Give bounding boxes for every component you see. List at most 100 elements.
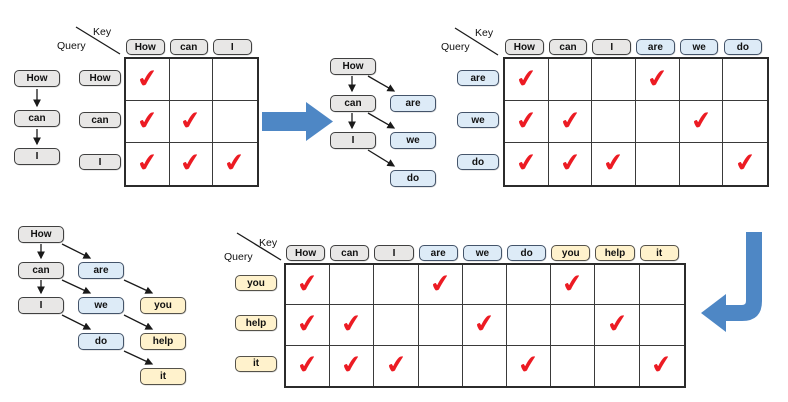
matrix-cell-qdo-kI: ✔ bbox=[592, 143, 637, 185]
tree-token-can-label: can bbox=[344, 98, 362, 109]
key-token-help-label: help bbox=[604, 247, 626, 259]
matrix-cell-qhelp-kit bbox=[639, 305, 684, 346]
check-icon: ✔ bbox=[339, 348, 365, 381]
matrix-cell-qdo-kHow: ✔ bbox=[505, 143, 549, 185]
matrix-cell-qyou-kdo bbox=[506, 265, 552, 306]
check-icon: ✔ bbox=[471, 307, 497, 340]
attention-matrix-3x3: ✔✔✔✔✔✔ bbox=[124, 57, 259, 187]
check-icon: ✔ bbox=[295, 348, 320, 381]
tree-token-we: we bbox=[390, 132, 436, 149]
tree-token-are-label: are bbox=[93, 265, 109, 276]
query-token-you-label: you bbox=[247, 277, 265, 289]
query-token-can-label: can bbox=[91, 114, 109, 126]
key-token-How-label: How bbox=[295, 247, 317, 259]
key-token-it-label: it bbox=[656, 247, 663, 259]
key-token-are-label: are bbox=[430, 247, 446, 259]
query-token-help: help bbox=[235, 315, 277, 332]
key-token-I: I bbox=[213, 39, 252, 55]
matrix-cell-qit-kyou bbox=[551, 345, 596, 386]
query-token-How: How bbox=[79, 70, 121, 86]
key-token-can: can bbox=[548, 39, 588, 55]
tree-token-do-label: do bbox=[94, 336, 108, 347]
matrix-cell-qyou-kI bbox=[374, 265, 419, 306]
check-icon: ✔ bbox=[295, 307, 320, 340]
query-token-it-label: it bbox=[252, 358, 260, 370]
key-token-How-label: How bbox=[134, 41, 156, 53]
check-icon: ✔ bbox=[649, 348, 675, 381]
key-token-do-label: do bbox=[520, 247, 533, 259]
matrix-cell-qhelp-khelp: ✔ bbox=[595, 305, 640, 346]
query-token-help-label: help bbox=[245, 317, 267, 329]
matrix-cell-qit-kdo: ✔ bbox=[507, 345, 552, 386]
matrix-cell-qyou-kit bbox=[639, 265, 684, 306]
sequence-token-How: How bbox=[14, 70, 60, 87]
matrix-cell-qwe-kcan: ✔ bbox=[548, 101, 593, 143]
check-icon: ✔ bbox=[516, 348, 541, 381]
tree-token-we: we bbox=[78, 297, 124, 314]
attention-matrix-3x9: ✔✔✔✔✔✔✔✔✔✔✔✔ bbox=[284, 263, 686, 388]
matrix-cell-qit-kI: ✔ bbox=[374, 345, 419, 386]
matrix-cell-qwe-kwe: ✔ bbox=[679, 101, 724, 143]
key-token-do-label: do bbox=[736, 41, 749, 53]
matrix-cell-qhelp-kwe: ✔ bbox=[462, 305, 507, 346]
tree-token-we-label: we bbox=[94, 300, 108, 311]
matrix-cell-qyou-kwe bbox=[462, 265, 507, 306]
tree-token-can: can bbox=[330, 95, 376, 112]
key-token-I: I bbox=[374, 245, 414, 261]
tree-token-I-label: I bbox=[351, 135, 355, 146]
matrix-cell-qyou-kHow: ✔ bbox=[286, 265, 331, 306]
key-token-can-label: can bbox=[559, 41, 577, 53]
matrix-cell-qyou-kyou: ✔ bbox=[551, 265, 596, 306]
query-token-can: can bbox=[79, 112, 121, 128]
key-token-I-label: I bbox=[392, 247, 396, 259]
query-token-we: we bbox=[457, 112, 499, 128]
query-axis-label: Query bbox=[57, 40, 86, 52]
tree-token-it-label: it bbox=[159, 371, 167, 382]
key-token-can: can bbox=[330, 245, 370, 261]
key-token-do: do bbox=[507, 245, 547, 261]
tree-token-I: I bbox=[330, 132, 376, 149]
matrix-cell-qcan-kI bbox=[213, 101, 257, 143]
matrix-cell-qhelp-kcan: ✔ bbox=[330, 305, 375, 346]
matrix-cell-qHow-kcan bbox=[169, 59, 213, 101]
tree-token-we-label: we bbox=[406, 135, 420, 146]
tree-token-help-label: help bbox=[152, 336, 174, 347]
matrix-cell-qdo-kwe bbox=[680, 143, 724, 185]
key-token-you: you bbox=[551, 245, 591, 261]
tree-token-I: I bbox=[18, 297, 64, 314]
key-token-How-label: How bbox=[513, 41, 535, 53]
key-axis-label: Key bbox=[93, 26, 112, 38]
query-token-we-label: we bbox=[471, 114, 485, 126]
matrix-cell-qare-kare: ✔ bbox=[636, 59, 680, 101]
key-token-you-label: you bbox=[561, 247, 580, 259]
query-axis-label: Query bbox=[224, 251, 253, 263]
tree-token-help: help bbox=[140, 333, 186, 350]
key-token-are: are bbox=[636, 39, 675, 55]
key-token-we-label: we bbox=[692, 41, 706, 53]
matrix-cell-qI-kHow: ✔ bbox=[126, 143, 170, 185]
sequence-token-can-label: can bbox=[28, 113, 46, 124]
sequence-token-How-label: How bbox=[26, 73, 48, 84]
key-token-are-label: are bbox=[647, 41, 663, 53]
attention-matrix-3x6: ✔✔✔✔✔✔✔✔✔ bbox=[503, 57, 770, 187]
matrix-cell-qit-kHow: ✔ bbox=[286, 345, 331, 386]
key-token-we: we bbox=[462, 245, 502, 261]
key-token-can-label: can bbox=[341, 247, 359, 259]
tree-token-do: do bbox=[390, 170, 436, 187]
matrix-cell-qyou-khelp bbox=[595, 265, 640, 306]
key-token-I-label: I bbox=[610, 41, 614, 53]
key-token-I-label: I bbox=[230, 41, 234, 53]
tree-token-it: it bbox=[140, 368, 186, 385]
check-icon: ✔ bbox=[560, 267, 586, 299]
query-token-it: it bbox=[235, 355, 277, 372]
sequence-token-I: I bbox=[14, 148, 60, 165]
matrix-cell-qHow-kI bbox=[213, 59, 257, 101]
matrix-cell-qwe-kare bbox=[636, 101, 680, 143]
matrix-cell-qare-kdo bbox=[723, 59, 768, 101]
tree-token-do-label: do bbox=[406, 173, 420, 184]
tree-token-are: are bbox=[78, 262, 124, 279]
tree-token-are-label: are bbox=[405, 98, 421, 109]
check-icon: ✔ bbox=[295, 267, 320, 299]
